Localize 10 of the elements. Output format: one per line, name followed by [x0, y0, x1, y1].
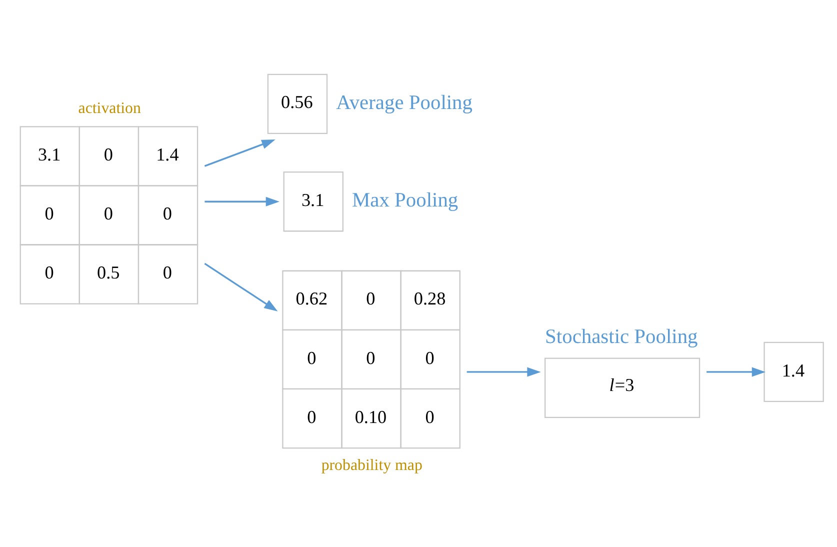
node-label: Stochastic Pooling	[544, 325, 698, 348]
arrow	[204, 196, 279, 206]
node-label: Max Pooling	[351, 189, 458, 212]
arrow	[706, 366, 766, 376]
arrow	[466, 366, 540, 376]
arrow	[204, 139, 275, 166]
arrow	[204, 262, 278, 311]
node-label: Average Pooling	[336, 91, 472, 114]
node-label: probability map	[320, 456, 422, 474]
node-label: activation	[78, 100, 140, 117]
